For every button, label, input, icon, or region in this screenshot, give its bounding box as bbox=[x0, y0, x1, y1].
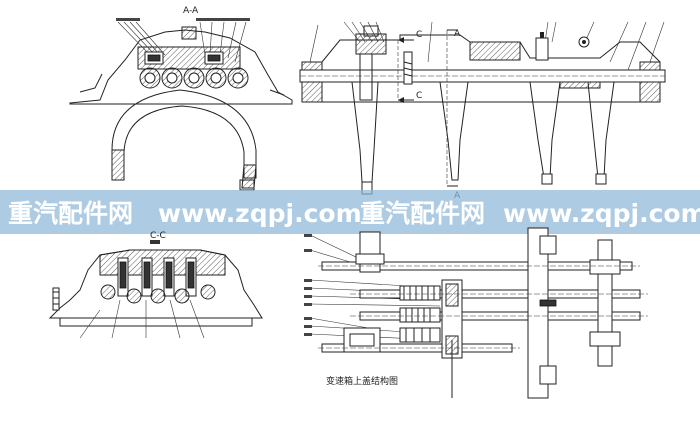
plan-view-fork-bodies bbox=[527, 227, 621, 399]
plan-view-lower-lever-inner bbox=[349, 333, 375, 347]
watermark-background bbox=[0, 190, 700, 234]
section-c-top-label: C bbox=[416, 30, 422, 40]
plan-view-centerlines bbox=[318, 265, 648, 349]
section-cc-title: C-C bbox=[150, 231, 166, 241]
section-a-top-label: A bbox=[454, 29, 461, 39]
section-aa-bores bbox=[137, 46, 241, 70]
watermark-text-4: www.zqpj.com bbox=[503, 199, 700, 228]
plan-view-springs bbox=[399, 285, 441, 343]
side-view-housing-top-block bbox=[469, 41, 521, 61]
section-cc-top-pin bbox=[150, 240, 160, 244]
side-view: C C A A bbox=[299, 21, 666, 201]
plan-view-interlock-pin bbox=[539, 299, 557, 307]
section-aa-flange-right bbox=[269, 89, 285, 96]
side-view-shift-rail bbox=[299, 69, 666, 83]
plan-view-caption: 变速箱上盖结构图 bbox=[326, 375, 398, 387]
plan-view-detent-block bbox=[441, 279, 463, 398]
watermark-text-1: 重汽配件网 bbox=[8, 199, 133, 228]
side-view-lever-stem bbox=[359, 54, 373, 101]
side-view-forks bbox=[351, 81, 615, 195]
section-cc-view: C-C bbox=[48, 231, 263, 339]
section-aa-housing bbox=[69, 29, 293, 105]
section-aa-top-boss bbox=[181, 26, 197, 40]
section-aa-title: A-A bbox=[183, 6, 199, 16]
section-aa-view: A-A bbox=[69, 6, 293, 191]
section-cc-base bbox=[59, 318, 253, 327]
side-view-plugs bbox=[535, 32, 590, 61]
watermark-text-3: 重汽配件网 bbox=[360, 199, 485, 228]
watermark-band: 重汽配件网 www.zqpj.com 重汽配件网 www.zqpj.com bbox=[0, 190, 700, 234]
watermark-text-2: www.zqpj.com bbox=[158, 199, 362, 228]
plan-view: 变速箱上盖结构图 bbox=[304, 227, 648, 399]
side-view-spring bbox=[403, 51, 413, 85]
section-aa-flange-left bbox=[79, 73, 103, 93]
section-aa-rails bbox=[139, 67, 249, 89]
section-aa-leader-ticks bbox=[116, 18, 250, 21]
section-cc-rails bbox=[100, 284, 216, 304]
plan-view-label-ticks bbox=[304, 234, 312, 336]
side-view-lever-cap bbox=[363, 25, 379, 37]
section-cc-leaders bbox=[79, 299, 205, 339]
plan-view-top-lever-head bbox=[355, 253, 385, 265]
side-view-lever-tower bbox=[355, 33, 387, 55]
section-cc-bolt-left bbox=[52, 287, 60, 311]
section-cc-plungers bbox=[117, 257, 197, 297]
section-c-bottom-label: C bbox=[416, 91, 422, 101]
section-aa-fork-pad-left bbox=[111, 149, 125, 181]
